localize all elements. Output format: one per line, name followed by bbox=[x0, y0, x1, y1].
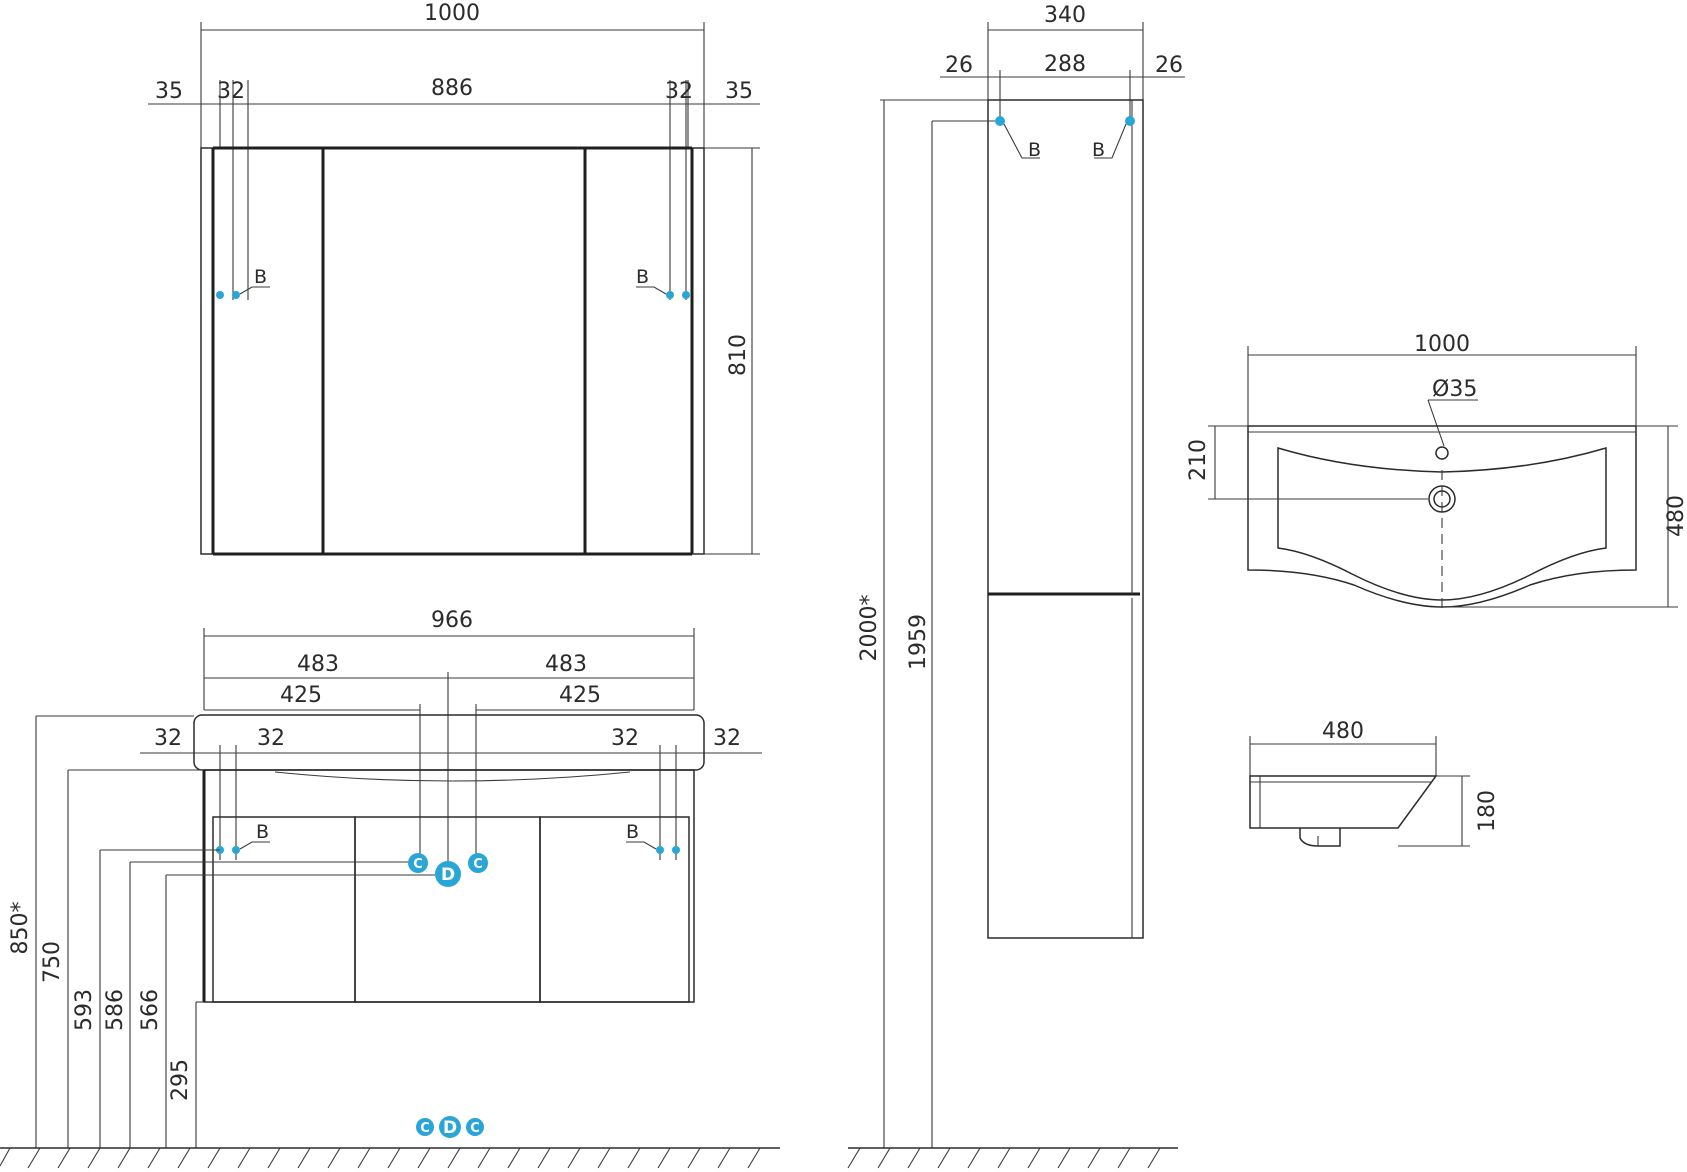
basin-hole-diameter: Ø35 bbox=[1432, 377, 1477, 402]
vanity-b-label-left: B bbox=[256, 821, 269, 843]
basin-side-depth: 480 bbox=[1322, 719, 1364, 744]
basin-side-height: 180 bbox=[1475, 790, 1500, 832]
column-b-label-right: B bbox=[1092, 139, 1105, 161]
legend-c-left-label: C bbox=[420, 1121, 430, 1136]
vanity-b-label-right: B bbox=[626, 821, 639, 843]
vanity-b-point-3 bbox=[656, 846, 664, 854]
legend-d bbox=[439, 1116, 461, 1138]
column-inner: 288 bbox=[1044, 52, 1086, 77]
mirror-inset-left: 32 bbox=[217, 79, 245, 104]
mirror-height: 810 bbox=[726, 334, 751, 376]
height-750: 750 bbox=[40, 941, 65, 983]
vanity-inset-left: 32 bbox=[257, 726, 285, 751]
vanity-half-left: 483 bbox=[297, 652, 339, 677]
column-width: 340 bbox=[1044, 3, 1086, 28]
vanity-c-label-right: C bbox=[473, 857, 483, 872]
vanity-edge-left: 32 bbox=[154, 726, 182, 751]
mirror-side-right: 35 bbox=[725, 79, 753, 104]
vanity-d-label: D bbox=[441, 865, 455, 885]
vanity-c-point-left bbox=[408, 853, 428, 873]
basin-offset: 210 bbox=[1186, 439, 1211, 481]
mirror-b-point-4 bbox=[682, 291, 690, 299]
vanity-c-label-left: C bbox=[413, 857, 423, 872]
mirror-b-point-2 bbox=[232, 291, 240, 299]
mirror-inner-width: 886 bbox=[431, 76, 473, 101]
height-850: 850* bbox=[8, 902, 33, 955]
mirror-inset-right: 32 bbox=[665, 79, 693, 104]
vanity-b-point-4 bbox=[672, 846, 680, 854]
vanity-pipe-left: 425 bbox=[280, 683, 322, 708]
basin-width: 1000 bbox=[1414, 332, 1470, 357]
vanity-d-point bbox=[435, 861, 461, 887]
mirror-b-label-right: B bbox=[636, 266, 649, 288]
mirror-side-left: 35 bbox=[155, 79, 183, 104]
column-height-total: 2000* bbox=[857, 595, 882, 662]
column-b-point-left bbox=[995, 116, 1005, 126]
height-566: 566 bbox=[138, 989, 163, 1031]
mirror-b-point-1 bbox=[216, 291, 224, 299]
legend-c-right-label: C bbox=[470, 1121, 480, 1136]
floor-hatch-center bbox=[847, 1147, 1161, 1169]
vanity-b-point-2 bbox=[232, 846, 240, 854]
height-586: 586 bbox=[103, 989, 128, 1031]
vanity-edge-right: 32 bbox=[713, 726, 741, 751]
height-295: 295 bbox=[168, 1059, 193, 1101]
column-b-point-right bbox=[1125, 116, 1135, 126]
vanity-c-point-right bbox=[468, 853, 488, 873]
mirror-total-width: 1000 bbox=[424, 1, 480, 26]
vanity-inset-right: 32 bbox=[611, 726, 639, 751]
mirror-b-point-3 bbox=[666, 291, 674, 299]
basin-depth: 480 bbox=[1664, 495, 1687, 537]
vanity-half-right: 483 bbox=[545, 652, 587, 677]
height-593: 593 bbox=[72, 989, 97, 1031]
vanity-unit-view: 966 483 483 425 425 32 32 32 32 bbox=[0, 608, 780, 1169]
column-height-body: 1959 bbox=[906, 614, 931, 670]
basin-side-view: 480 180 bbox=[1249, 719, 1500, 847]
column-b-label-left: B bbox=[1028, 139, 1041, 161]
mirror-cabinet-view: 1000 35 32 886 32 35 810 B B bbox=[148, 1, 760, 556]
floor-hatch-left bbox=[0, 1147, 761, 1169]
vanity-pipe-right: 425 bbox=[559, 683, 601, 708]
legend-d-label: D bbox=[443, 1118, 457, 1138]
basin-top-view: 1000 Ø35 210 480 bbox=[1186, 332, 1687, 610]
column-side-right: 26 bbox=[1155, 53, 1183, 78]
legend-c-left bbox=[416, 1118, 434, 1136]
tall-column-view: 340 26 288 26 B B 2000* 1959 bbox=[847, 3, 1185, 1169]
vanity-width: 966 bbox=[431, 608, 473, 633]
mirror-b-label-left: B bbox=[254, 266, 267, 288]
legend-c-right bbox=[466, 1118, 484, 1136]
column-side-left: 26 bbox=[945, 53, 973, 78]
